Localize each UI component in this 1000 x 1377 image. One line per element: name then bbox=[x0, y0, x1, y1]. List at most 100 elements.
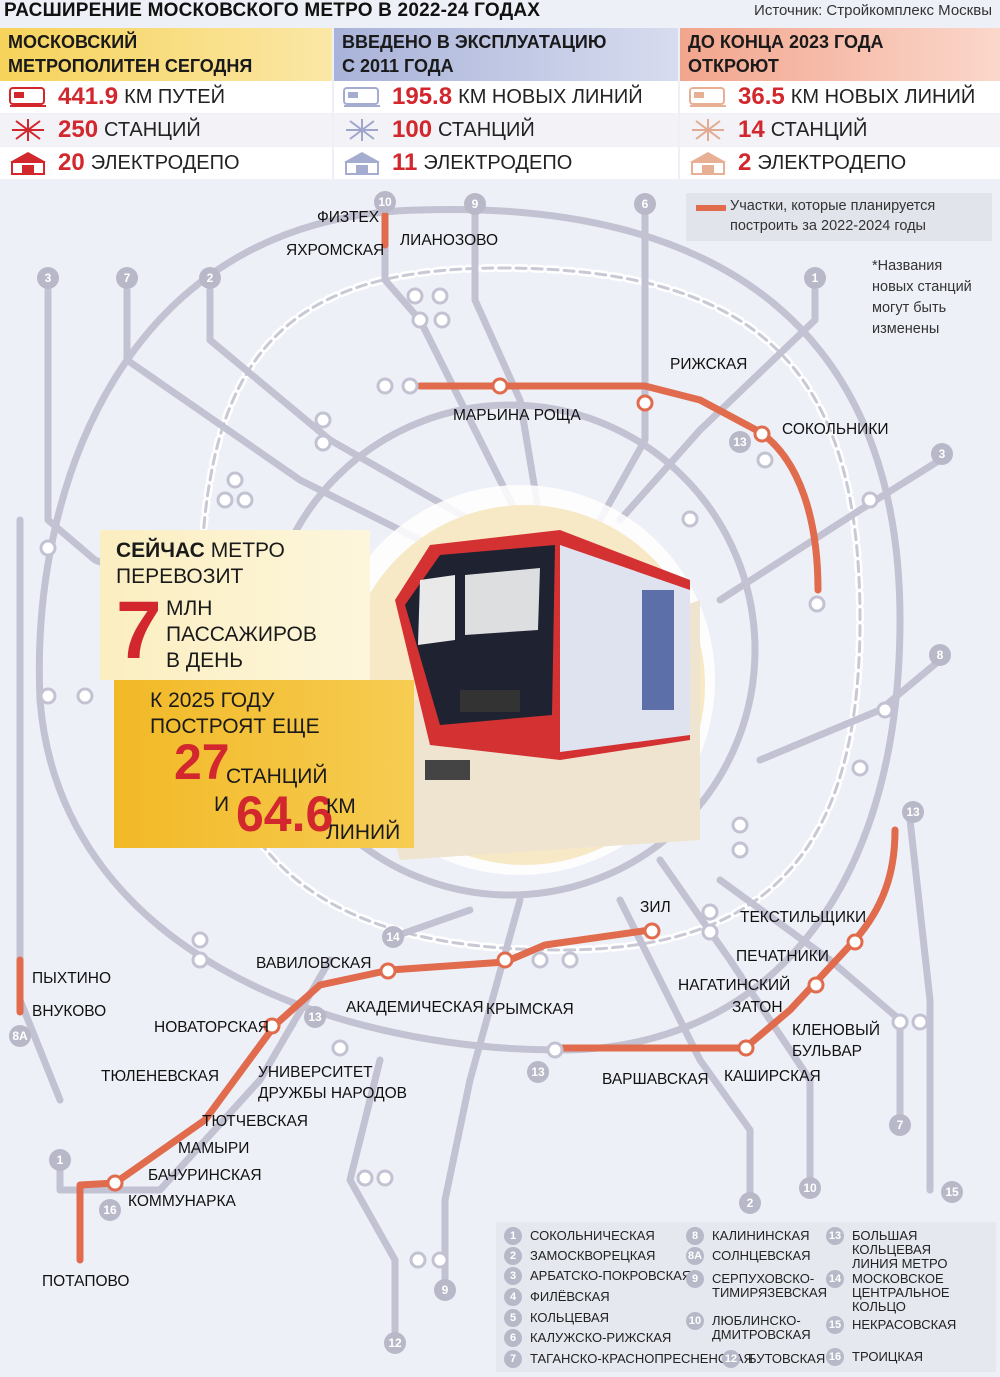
line-3e bbox=[716, 456, 944, 604]
train-icon bbox=[689, 87, 726, 107]
station-label: СОКОЛЬНИКИ bbox=[782, 421, 889, 438]
line-1 bbox=[616, 286, 819, 524]
network-icon bbox=[346, 119, 378, 141]
stats-since-2011: ВВЕДЕНО В ЭКСПЛУАТАЦИЮ С 2011 ГОДА 195.8… bbox=[334, 28, 678, 179]
stats-heading: МОСКОВСКИЙ МЕТРОПОЛИТЕН СЕГОДНЯ bbox=[0, 28, 332, 81]
station-label: НОВАТОРСКАЯ bbox=[154, 1019, 269, 1036]
stats-heading: ВВЕДЕНО В ЭКСПЛУАТАЦИЮ С 2011 ГОДА bbox=[334, 28, 678, 81]
train-illustration bbox=[325, 485, 715, 875]
svg-text:13: 13 bbox=[531, 1065, 545, 1079]
svg-text:13: 13 bbox=[733, 435, 747, 449]
planned-south bbox=[556, 826, 899, 1052]
stat-row-depots: 20 ЭЛЕКТРОДЕПО bbox=[0, 147, 332, 179]
stat-row-km: 36.5 КМ НОВЫХ ЛИНИЙ bbox=[680, 81, 1000, 113]
line-10s bbox=[656, 856, 814, 1194]
station-label: ВНУКОВО bbox=[32, 1003, 107, 1020]
names-note: *Названия новых станций могут быть измен… bbox=[872, 258, 972, 337]
stats-today: МОСКОВСКИЙ МЕТРОПОЛИТЕН СЕГОДНЯ 441.9 КМ… bbox=[0, 28, 332, 179]
svg-text:12: 12 bbox=[388, 1336, 402, 1350]
svg-text:1: 1 bbox=[57, 1153, 64, 1167]
station-label: БАЧУРИНСКАЯ bbox=[148, 1167, 262, 1184]
station-label: ЗАТОН bbox=[732, 999, 783, 1016]
svg-text:16: 16 bbox=[103, 1203, 117, 1217]
line-2 bbox=[206, 286, 474, 524]
page-title: РАСШИРЕНИЕ МОСКОВСКОГО МЕТРО В 2022-24 Г… bbox=[4, 0, 541, 21]
svg-text:6: 6 bbox=[642, 197, 649, 211]
planned-sections-legend: Участки, которые планируется построить з… bbox=[686, 193, 992, 241]
station-label: ЯХРОМСКАЯ bbox=[286, 242, 385, 259]
station-label: МАМЫРИ bbox=[178, 1140, 250, 1157]
svg-text:8: 8 bbox=[937, 648, 944, 662]
line-6 bbox=[596, 211, 649, 524]
train-icon bbox=[343, 87, 380, 107]
stat-row-stations: 250 СТАНЦИЙ bbox=[0, 114, 332, 146]
stat-row-km: 195.8 КМ НОВЫХ ЛИНИЙ bbox=[334, 81, 678, 113]
station-label: ТЮТЧЕВСКАЯ bbox=[202, 1113, 308, 1130]
stats-heading: ДО КОНЦА 2023 ГОДА ОТКРОЮТ bbox=[680, 28, 1000, 81]
depot-icon bbox=[344, 152, 380, 175]
line-2s bbox=[616, 896, 754, 1204]
station-label: ТЮЛЕНЕВСКАЯ bbox=[101, 1068, 220, 1085]
new-km-number: 64.6 bbox=[236, 786, 334, 842]
svg-text:7: 7 bbox=[897, 1118, 904, 1132]
line-1s bbox=[56, 956, 334, 1194]
station-label: МАРЬИНА РОЩА bbox=[453, 407, 581, 424]
line-9 bbox=[471, 211, 544, 524]
station-label: РИЖСКАЯ bbox=[670, 356, 748, 373]
svg-text:9: 9 bbox=[472, 197, 479, 211]
svg-text:10: 10 bbox=[378, 195, 392, 209]
stat-row-depots: 2 ЭЛЕКТРОДЕПО bbox=[680, 147, 1000, 179]
station-label: БУЛЬВАР bbox=[792, 1043, 862, 1060]
stat-row-stations: 100 СТАНЦИЙ bbox=[334, 114, 678, 146]
station-label: КОММУНАРКА bbox=[128, 1193, 236, 1210]
planned-zil bbox=[386, 926, 654, 974]
svg-text:2: 2 bbox=[747, 1196, 754, 1210]
station-label: ДРУЖБЫ НАРОДОВ bbox=[258, 1085, 407, 1102]
line-7se bbox=[716, 876, 904, 1124]
station-label: ВАРШАВСКАЯ bbox=[602, 1071, 709, 1088]
svg-text:2: 2 bbox=[207, 271, 214, 285]
svg-text:8А: 8А bbox=[12, 1029, 28, 1043]
depot-icon bbox=[10, 152, 46, 175]
station-label: КАШИРСКАЯ bbox=[724, 1068, 821, 1085]
line-9s bbox=[441, 896, 524, 1294]
depot-icon bbox=[690, 152, 726, 175]
line-12 bbox=[346, 1056, 399, 1344]
station-label: ПЕЧАТНИКИ bbox=[736, 948, 829, 965]
station-label: АКАДЕМИЧЕСКАЯ bbox=[346, 999, 484, 1016]
svg-text:15: 15 bbox=[945, 1185, 959, 1199]
svg-text:13: 13 bbox=[308, 1010, 322, 1024]
train-icon bbox=[9, 87, 46, 107]
station-label: ЗИЛ bbox=[640, 899, 671, 916]
svg-text:9: 9 bbox=[442, 1283, 449, 1297]
station-label: ВАВИЛОВСКАЯ bbox=[256, 955, 372, 972]
source-credit: Источник: Стройкомплекс Москвы bbox=[754, 2, 992, 19]
stat-row-km: 441.9 КМ ПУТЕЙ bbox=[0, 81, 332, 113]
stat-row-stations: 14 СТАНЦИЙ bbox=[680, 114, 1000, 146]
line-10 bbox=[381, 211, 524, 524]
svg-text:10: 10 bbox=[803, 1181, 817, 1195]
station-label: КРЫМСКАЯ bbox=[486, 1001, 574, 1018]
svg-text:1: 1 bbox=[812, 271, 819, 285]
stat-row-depots: 11 ЭЛЕКТРОДЕПО bbox=[334, 147, 678, 179]
line-13-ext bbox=[906, 816, 934, 1194]
passengers-number: 7 bbox=[116, 585, 162, 676]
ridership-callout: СЕЙЧАС МЕТРО ПЕРЕВОЗИТ 7 МЛН ПАССАЖИРОВ … bbox=[100, 530, 415, 850]
station-label: ФИЗТЕХ bbox=[317, 209, 380, 226]
